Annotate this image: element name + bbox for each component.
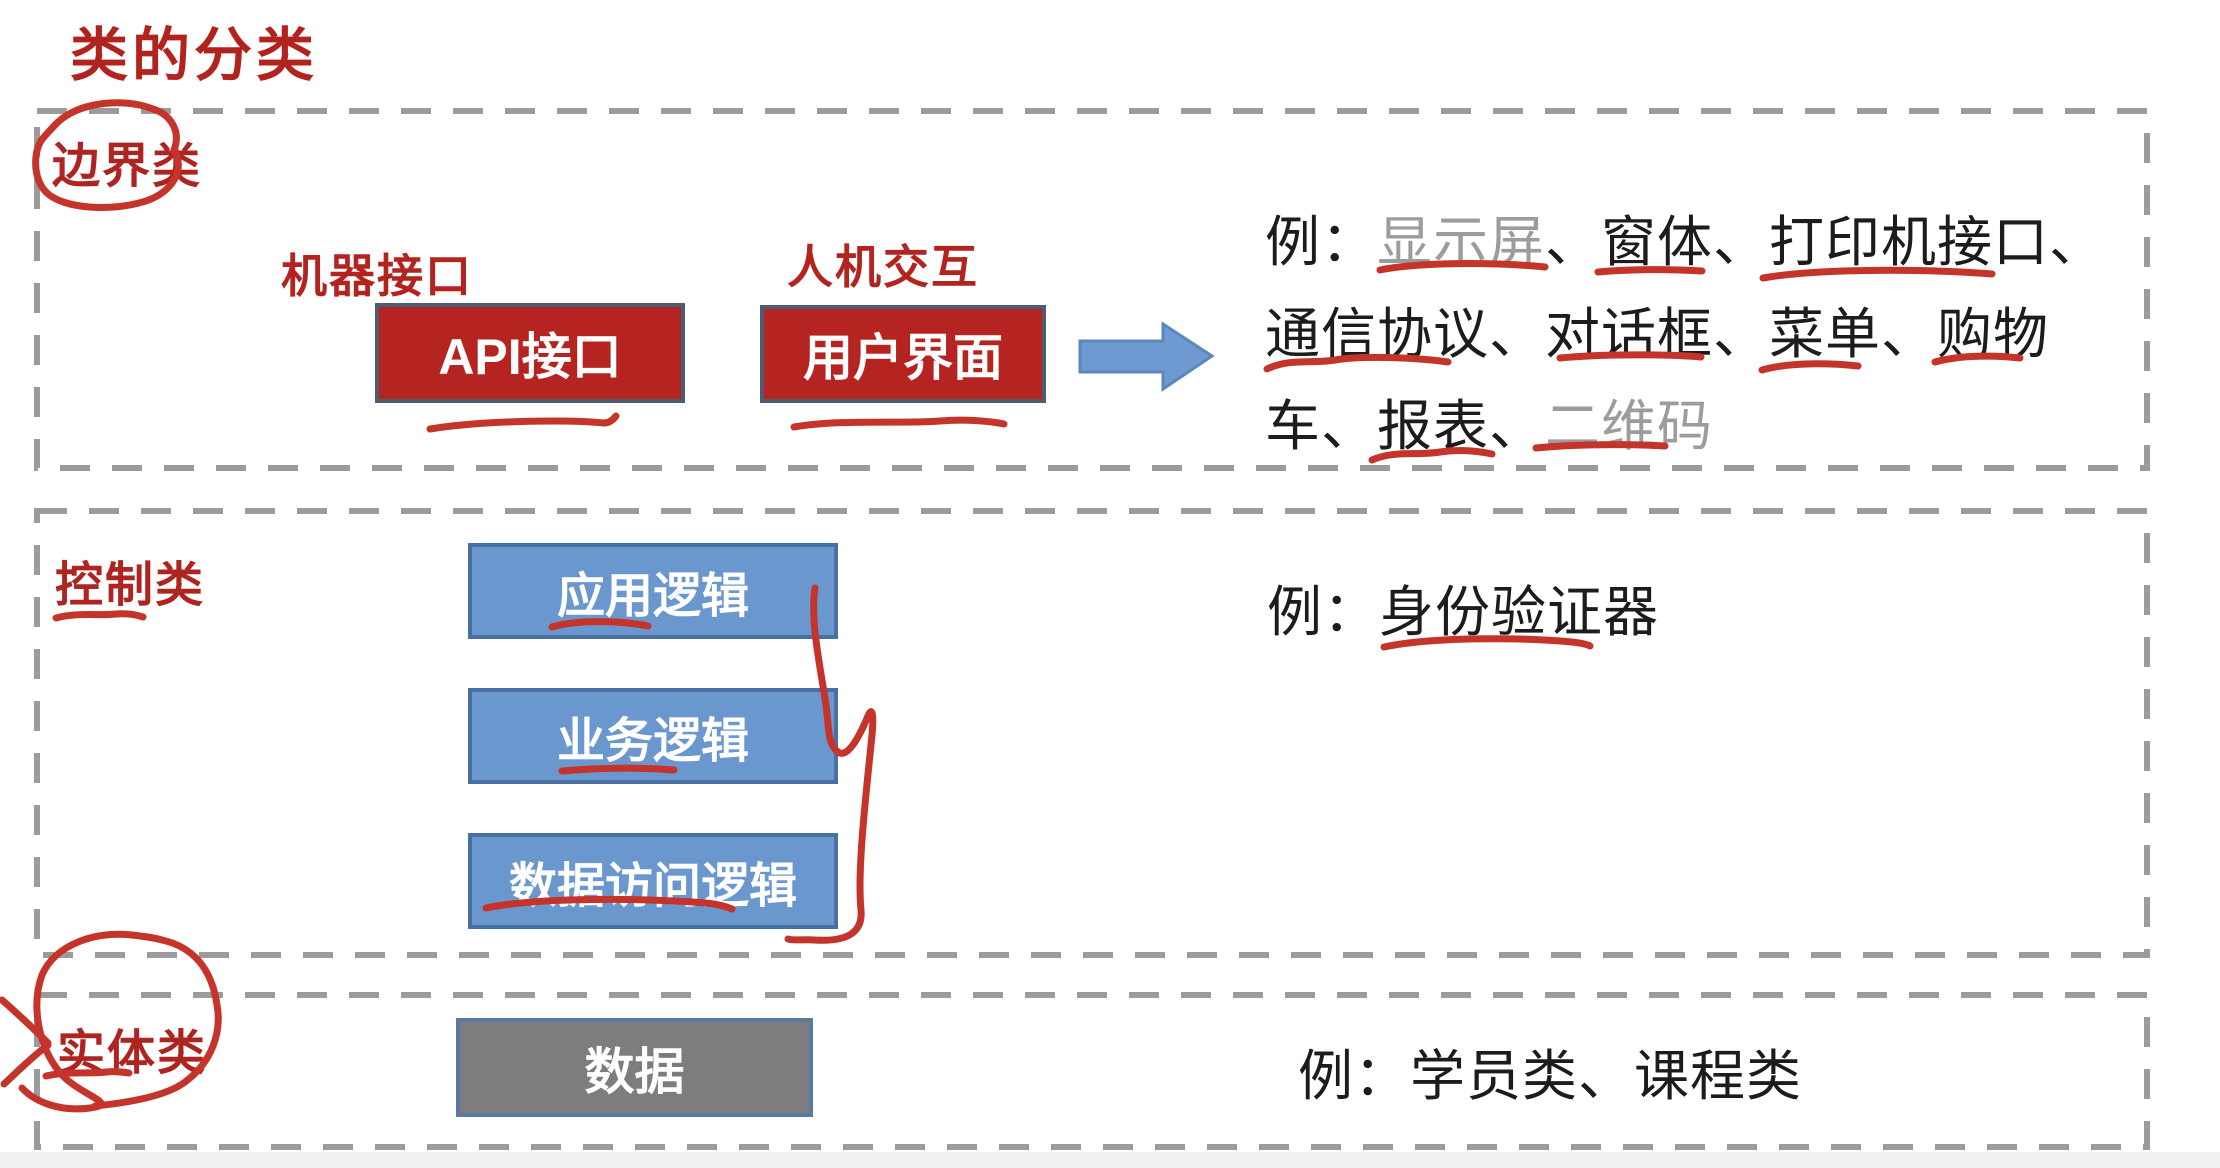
- control-example: 例：身份验证器: [1267, 566, 1659, 658]
- example-items-black-1: 、窗体、打印机接口、: [1545, 211, 2106, 273]
- entity-label: 实体类: [57, 1027, 208, 1080]
- annotation-underline-ui: [790, 416, 1008, 431]
- human-computer-interaction-label: 人机交互: [787, 241, 979, 293]
- entity-example: 例：学员类、课程类: [1298, 1030, 1802, 1122]
- boundary-example: 例：显示屏、窗体、打印机接口、 通信协议、对话框、菜单、购物 车、报表、二维码: [1265, 196, 2105, 472]
- right-arrow-icon: [1078, 321, 1215, 392]
- example-item-display-screen: 显示屏: [1377, 211, 1546, 273]
- entity-example-text: 例：学员类、课程类: [1298, 1045, 1803, 1107]
- control-section-border: [34, 508, 2150, 958]
- page-title: 类的分类: [70, 23, 319, 88]
- control-example-text: 例：身份验证器: [1267, 581, 1660, 643]
- data-box: 数据: [456, 1018, 813, 1117]
- api-interface-box: API接口: [375, 303, 685, 403]
- boundary-example-line1: 例：显示屏、窗体、打印机接口、: [1265, 196, 2105, 288]
- annotation-entity-arrow-stroke-top: [0, 996, 52, 1047]
- slide-bottom-edge: [0, 1152, 2220, 1168]
- data-access-logic-box: 数据访问逻辑: [468, 833, 838, 929]
- annotation-entity-arrow-stroke-bottom: [0, 1041, 52, 1088]
- boundary-example-line3: 车、报表、二维码: [1265, 380, 2105, 472]
- example-items-black-2: 通信协议、对话框、菜单、购物: [1265, 303, 2050, 365]
- annotation-underline-api: [426, 412, 620, 433]
- example-prefix: 例：: [1265, 211, 1378, 273]
- machine-interface-label: 机器接口: [281, 250, 473, 302]
- business-logic-box: 业务逻辑: [468, 688, 838, 784]
- boundary-example-line2: 通信协议、对话框、菜单、购物: [1265, 288, 2105, 380]
- entity-section-border: [34, 992, 2150, 1150]
- user-interface-box: 用户界面: [760, 305, 1046, 403]
- application-logic-box: 应用逻辑: [468, 543, 838, 639]
- example-items-black-3: 车、报表、: [1265, 395, 1546, 457]
- boundary-label: 边界类: [52, 140, 203, 193]
- control-label: 控制类: [55, 559, 206, 612]
- example-item-qr-code: 二维码: [1545, 395, 1714, 457]
